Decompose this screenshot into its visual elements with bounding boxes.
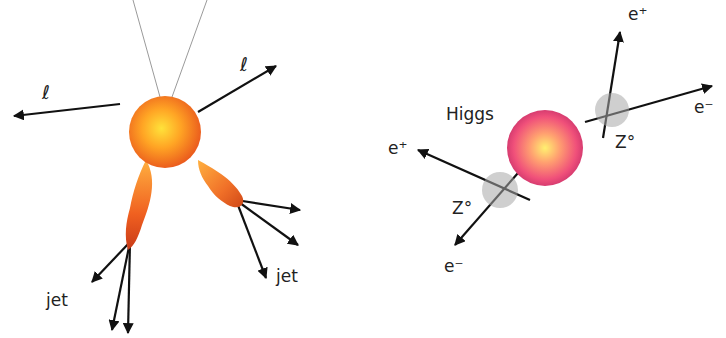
jet-arrow: [236, 200, 300, 210]
support-line: [133, 0, 160, 97]
jet-arrow: [236, 200, 266, 278]
jet-arrow: [92, 242, 130, 282]
jet-flame: [198, 160, 243, 207]
particle-name: Higgs: [446, 104, 494, 124]
lepton-arrow: [14, 104, 120, 116]
jet-label: jet: [46, 290, 68, 310]
electron-label: e⁻: [444, 256, 463, 276]
z-boson-blob-outline: [595, 93, 629, 127]
lepton-label: ℓ: [240, 54, 248, 74]
lepton-label: ℓ: [42, 82, 50, 102]
jet-flame: [126, 160, 152, 250]
lepton-arrow: [198, 66, 276, 112]
higgs-sphere: Higgs: [440, 92, 590, 192]
electron-label: e⁻: [694, 97, 713, 117]
higgs-sphere-outline: [507, 110, 583, 186]
boson-label: Z°: [452, 198, 472, 218]
z-boson-blob-outline: [482, 172, 518, 208]
z-boson-blob: Z°: [590, 90, 640, 154]
positron-label: e⁺: [388, 138, 407, 158]
jet-arrow: [128, 242, 130, 333]
collision-sphere: [129, 96, 201, 168]
jet-label: jet: [276, 266, 298, 286]
boson-label: Z°: [615, 132, 635, 152]
positron-label: e⁺: [628, 4, 647, 24]
support-line: [172, 0, 207, 97]
z-boson-blob: Z°: [450, 170, 520, 220]
